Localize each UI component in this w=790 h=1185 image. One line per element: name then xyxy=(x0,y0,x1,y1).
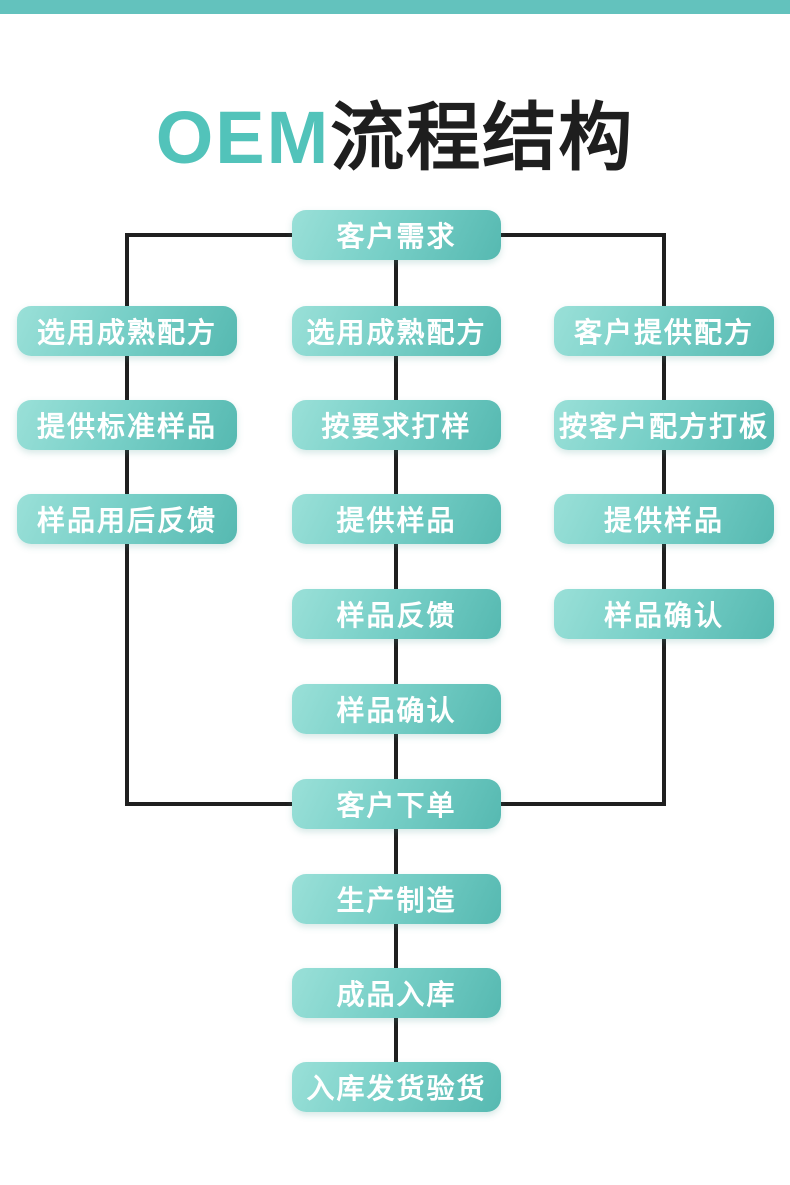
node-right-1: 客户提供配方 xyxy=(554,306,774,356)
title-rest: 流程结构 xyxy=(330,96,635,179)
node-customer-order: 客户下单 xyxy=(292,779,501,829)
node-shipping-inspection: 入库发货验货 xyxy=(292,1062,501,1112)
node-middle-2: 按要求打样 xyxy=(292,400,501,450)
node-customer-demand: 客户需求 xyxy=(292,210,501,260)
title-accent: OEM xyxy=(155,96,331,179)
node-middle-5: 样品确认 xyxy=(292,684,501,734)
node-middle-1: 选用成熟配方 xyxy=(292,306,501,356)
top-accent-bar xyxy=(0,0,790,14)
node-warehousing: 成品入库 xyxy=(292,968,501,1018)
node-right-2: 按客户配方打板 xyxy=(554,400,774,450)
node-middle-4: 样品反馈 xyxy=(292,589,501,639)
connector-middle-vertical xyxy=(394,233,398,1062)
node-right-4: 样品确认 xyxy=(554,589,774,639)
node-middle-3: 提供样品 xyxy=(292,494,501,544)
page-title: OEM流程结构 xyxy=(0,96,790,180)
node-production: 生产制造 xyxy=(292,874,501,924)
node-right-3: 提供样品 xyxy=(554,494,774,544)
node-left-1: 选用成熟配方 xyxy=(17,306,237,356)
node-left-3: 样品用后反馈 xyxy=(17,494,237,544)
node-left-2: 提供标准样品 xyxy=(17,400,237,450)
